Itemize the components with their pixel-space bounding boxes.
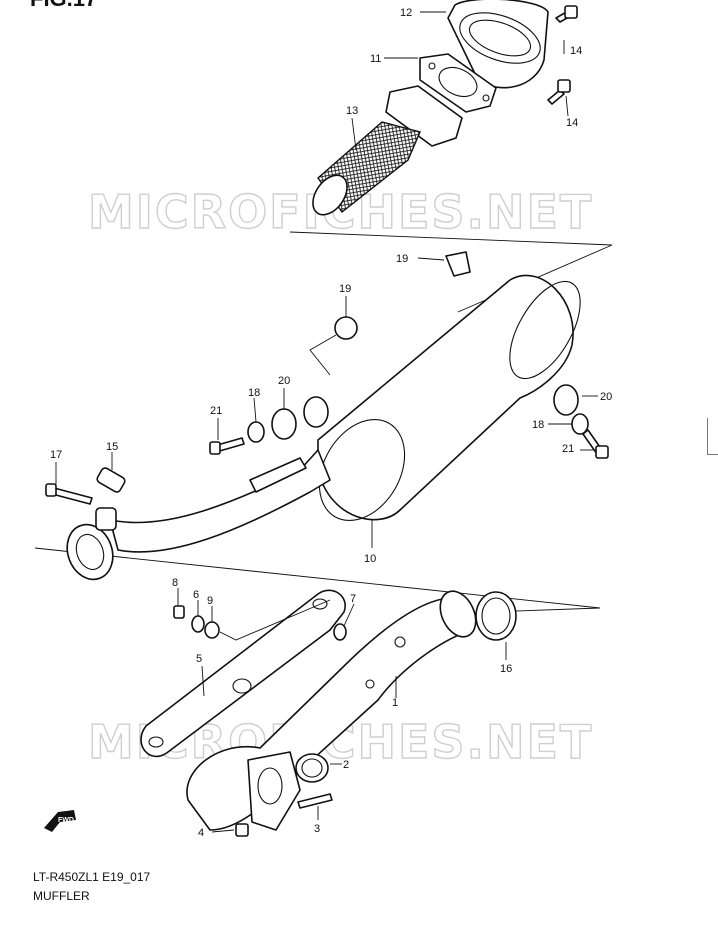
part-cap-7 [333,623,347,641]
part-pipe-clamp [66,507,117,581]
callout-16: 16 [500,663,512,675]
leader-lines [55,11,598,833]
part-grommet-left [271,396,329,440]
callout-10: 10 [364,553,376,565]
diagram-code: LT-R450ZL1 E19_017 [33,870,151,884]
part-bolt-21-left [209,437,245,455]
callout-1: 1 [392,697,398,709]
callout-20-left: 20 [278,375,290,387]
callout-11: 11 [370,53,381,65]
part-muffler-body [317,274,581,522]
part-washer-6 [191,615,205,633]
forward-direction-arrow: FWD [44,810,76,832]
callout-9: 9 [207,595,213,607]
part-spark-arrester [312,85,463,216]
part-bolt-17 [45,483,93,505]
part-nut [235,823,249,837]
callout-17: 17 [50,449,62,461]
callout-7: 7 [350,593,356,605]
callout-19-upper: 19 [396,253,408,265]
part-exhaust-gasket [295,753,329,783]
callout-19-side: 19 [339,283,351,295]
figure-title: FIG.17 [30,0,97,12]
callout-13: 13 [346,105,358,117]
callout-3: 3 [314,823,320,835]
section-name: MUFFLER [33,889,90,903]
callout-12: 12 [400,7,412,19]
part-exhaust-flange [247,751,301,831]
reference-line-lower [34,547,601,613]
part-pipe-gasket [475,591,517,641]
callout-6: 6 [193,589,199,601]
callout-4: 4 [198,827,204,839]
callout-18-left: 18 [248,387,260,399]
callout-18-right: 18 [532,419,544,431]
callout-5: 5 [196,653,202,665]
part-bolt-upper [555,5,578,23]
callout-21-right: 21 [562,443,574,455]
callout-15: 15 [106,441,118,453]
part-grommet-right [553,384,579,416]
part-washer-left [247,421,265,443]
callout-20-right: 20 [600,391,612,403]
forward-arrow-label: FWD [58,817,74,824]
callout-21-left: 21 [210,405,222,417]
part-mounting-bracket [140,589,346,758]
part-muffler-inlet-pipe [109,449,331,553]
part-stud-bolt [297,793,333,809]
callout-labels: 12 14 11 14 13 19 19 20 18 20 21 18 21 1… [50,7,612,839]
page-edge-mark [707,418,718,455]
part-bolt-21-right [582,429,609,459]
part-bolt-lower [547,79,571,105]
part-cap-upper [445,251,471,277]
callout-14-upper: 14 [570,45,582,57]
part-cap-side [334,316,358,340]
callout-2: 2 [343,759,349,771]
leader-cap-side [309,334,337,376]
part-nut-9 [204,621,220,639]
part-spacer [96,467,126,493]
callout-8: 8 [172,577,178,589]
part-gasket [419,53,497,113]
callout-14-lower: 14 [566,117,578,129]
part-bolt-8 [173,605,185,619]
